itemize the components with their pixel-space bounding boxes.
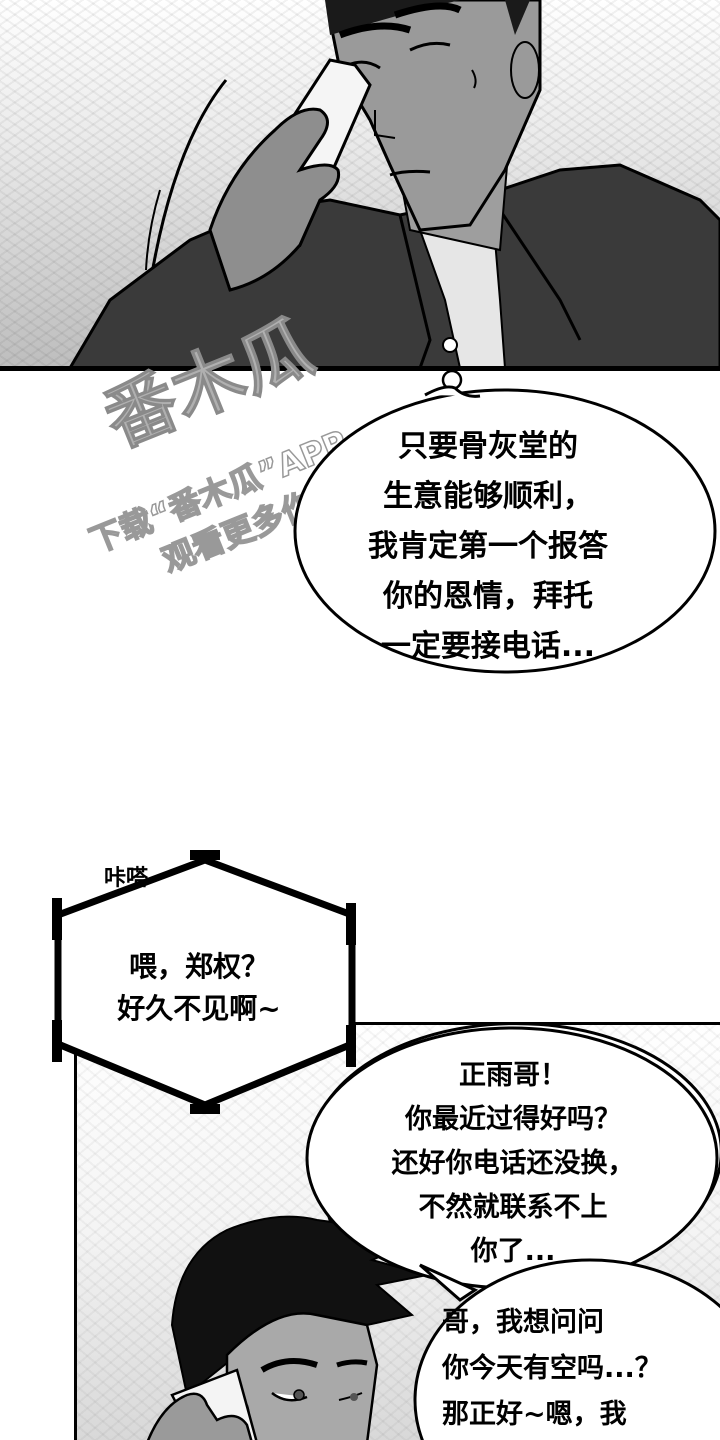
speech-line: 还好你电话还没换，: [391, 1148, 635, 1179]
speech-line: 那正好~嗯，我: [442, 1399, 627, 1430]
speech-bubble-1-text: 正雨哥！ 你最近过得好吗？ 还好你电话还没换， 不然就联系不上 你了...: [318, 1054, 708, 1274]
thought-bubble-text: 只要骨灰堂的 生意能够顺利， 我肯定第一个报答 你的恩情，拜托 一定要接电话..…: [318, 422, 658, 672]
panel-phone-call-top: [0, 0, 720, 368]
speech-line: 正雨哥！: [459, 1060, 567, 1091]
thought-line: 只要骨灰堂的: [398, 429, 578, 464]
thought-line: 一定要接电话...: [380, 629, 596, 664]
speech-line: 哥，我想问问: [442, 1307, 604, 1338]
speech-bubble-2-text: 哥，我想问问 你今天有空吗...？ 那正好~嗯，我: [432, 1300, 720, 1438]
phone-line: 好久不见啊~: [117, 992, 281, 1025]
thought-line: 生意能够顺利，: [383, 479, 593, 514]
panel-divider: [0, 366, 720, 371]
phone-voice-text: 喂，郑权？ 好久不见啊~: [64, 946, 334, 1030]
thought-bubble-shape: [293, 369, 717, 674]
sound-effect-click: 咔嗒: [104, 866, 149, 891]
speech-line: 你最近过得好吗？: [405, 1104, 621, 1135]
speech-line: 你了...: [470, 1236, 556, 1267]
phone-line: 喂，郑权？: [128, 950, 269, 983]
thought-line: 你的恩情，拜托: [383, 579, 593, 614]
speech-line: 你今天有空吗...？: [442, 1353, 662, 1384]
character-illustration-second-man-on-phone: [146, 1215, 428, 1440]
speech-line: 不然就联系不上: [418, 1192, 608, 1223]
thought-line: 我肯定第一个报答: [368, 529, 608, 564]
character-illustration-man-on-phone: [68, 0, 720, 368]
